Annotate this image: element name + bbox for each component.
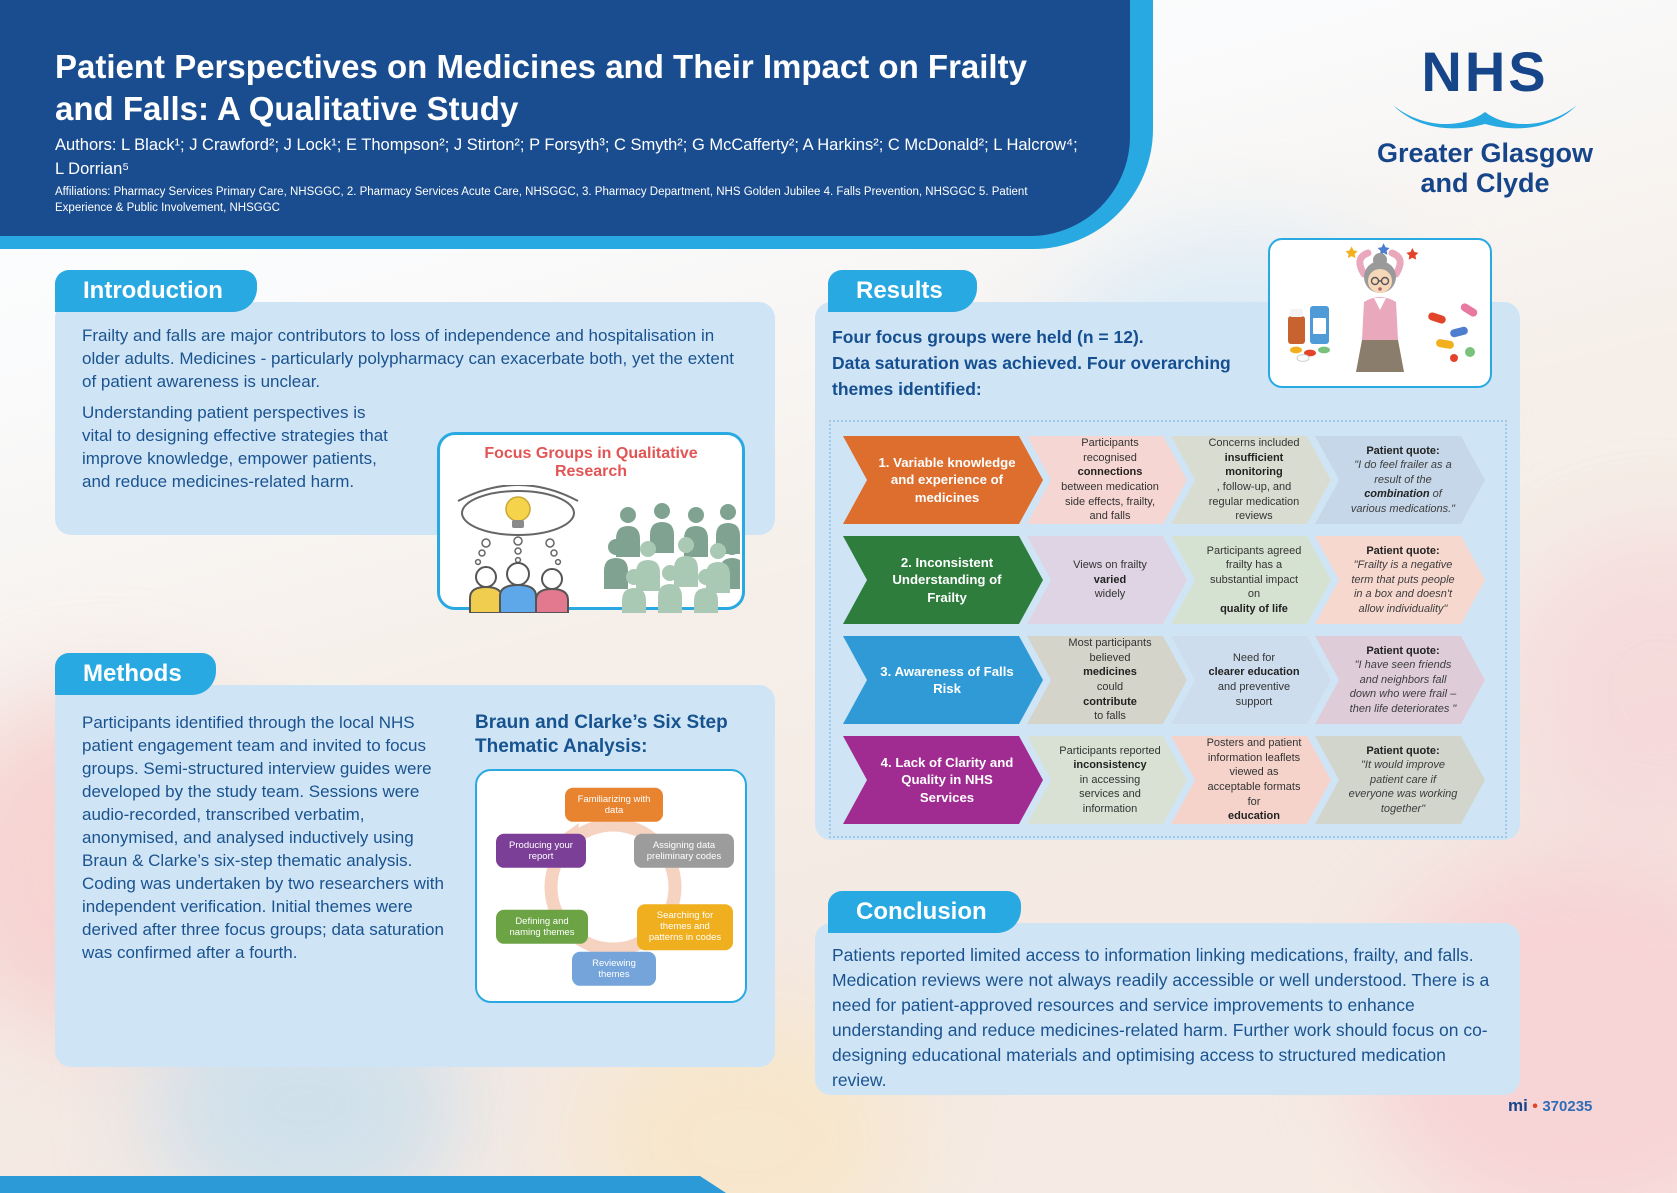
code-number: 370235 (1542, 1098, 1593, 1115)
theme-finding-chevron: Views on frailty varied widely (1027, 536, 1187, 624)
methods-panel: Participants identified through the loca… (55, 685, 775, 1067)
themes-rows: 1. Variable knowledge and experience of … (829, 420, 1507, 838)
conclusion-text: Patients reported limited access to info… (832, 945, 1490, 1090)
theme-label-arrow: 1. Variable knowledge and experience of … (843, 436, 1043, 524)
theme-quote-chevron: Patient quote: "Frailty is a negative te… (1315, 536, 1485, 624)
nhs-logo: NHS Greater Glasgow and Clyde (1340, 40, 1630, 199)
theme-label-arrow: 4. Lack of Clarity and Quality in NHS Se… (843, 736, 1043, 824)
theme-quote-chevron: Patient quote: "I do feel frailer as a r… (1315, 436, 1485, 524)
focus-groups-illustration (457, 484, 744, 619)
introduction-para2-wrap: Understanding patient perspectives is vi… (82, 401, 750, 493)
theme-finding-chevron: Participants recognised connections betw… (1027, 436, 1187, 524)
theme-finding-chevron: Need for clearer education and preventiv… (1171, 636, 1331, 724)
tab-results: Results (828, 270, 977, 312)
poster-title: Patient Perspectives on Medicines and Th… (55, 48, 1027, 127)
tab-conclusion: Conclusion (828, 891, 1021, 933)
dot-separator: • (1532, 1098, 1543, 1115)
tab-introduction: Introduction (55, 270, 257, 312)
theme-label-arrow: 2. Inconsistent Understanding of Frailty (843, 536, 1043, 624)
theme-row: 4. Lack of Clarity and Quality in NHS Se… (843, 736, 1493, 824)
results-intro-text: Four focus groups were held (n = 12). Da… (832, 327, 1231, 399)
cycle-step: Assigning data preliminary codes (634, 833, 734, 869)
nhs-org-line1: Greater Glasgow (1376, 138, 1594, 168)
nhs-logo-text: NHS (1421, 40, 1549, 103)
cycle-step: Familiarizing with data (565, 787, 663, 823)
dizzy-patient-illustration (1288, 243, 1478, 372)
cycle-step: Producing your report (496, 833, 586, 869)
theme-row: 2. Inconsistent Understanding of Frailty… (843, 536, 1493, 624)
theme-row: 1. Variable knowledge and experience of … (843, 436, 1493, 524)
introduction-para2: Understanding patient perspectives is vi… (82, 403, 388, 491)
theme-quote-chevron: Patient quote: "I have seen friends and … (1315, 636, 1485, 724)
cycle-step: Reviewing themes (572, 951, 656, 987)
nhs-org-line2: and Clyde (1420, 168, 1550, 199)
introduction-para1: Frailty and falls are major contributors… (82, 326, 735, 391)
theme-label-arrow: 3. Awareness of Falls Risk (843, 636, 1043, 724)
cycle-step: Searching for themes and patterns in cod… (637, 904, 733, 950)
theme-finding-chevron: Participants agreed frailty has a substa… (1171, 536, 1331, 624)
print-code: mi • 370235 (1508, 1096, 1592, 1116)
header-banner: Patient Perspectives on Medicines and Th… (0, 0, 1130, 236)
focus-groups-figure: Focus Groups in Qualitative Research (437, 432, 745, 619)
tab-methods: Methods (55, 653, 216, 695)
cycle-step: Defining and naming themes (496, 909, 588, 945)
methods-text: Participants identified through the loca… (82, 713, 444, 962)
conclusion-panel: Patients reported limited access to info… (815, 923, 1520, 1095)
theme-finding-chevron: Most participants believed medicines cou… (1027, 636, 1187, 724)
dizzy-patient-figure (1268, 238, 1492, 388)
theme-quote-chevron: Patient quote: "It would improve patient… (1315, 736, 1485, 824)
theme-finding-chevron: Posters and patient information leaflets… (1171, 736, 1331, 824)
theme-finding-chevron: Participants reported inconsistency in a… (1027, 736, 1187, 824)
mi-brand: mi (1508, 1096, 1528, 1115)
affiliations-line: Affiliations: Pharmacy Services Primary … (55, 186, 1028, 215)
focus-groups-figure-title: Focus Groups in Qualitative Research (484, 445, 698, 480)
nhs-org-name: Greater Glasgow and Clyde (1340, 138, 1630, 198)
nhs-swoosh-icon (1393, 105, 1577, 129)
theme-finding-chevron: Concerns included insufficient monitorin… (1171, 436, 1331, 524)
introduction-panel: Frailty and falls are major contributors… (55, 302, 775, 619)
authors-line: Authors: L Black¹; J Crawford²; J Lock¹;… (55, 136, 1078, 178)
bottom-accent-strip (0, 1176, 726, 1193)
results-panel: Four focus groups were held (n = 12). Da… (815, 238, 1520, 840)
six-step-heading: Braun and Clarke’s Six Step Thematic Ana… (475, 712, 728, 757)
introduction-text: Frailty and falls are major contributors… (82, 324, 750, 569)
